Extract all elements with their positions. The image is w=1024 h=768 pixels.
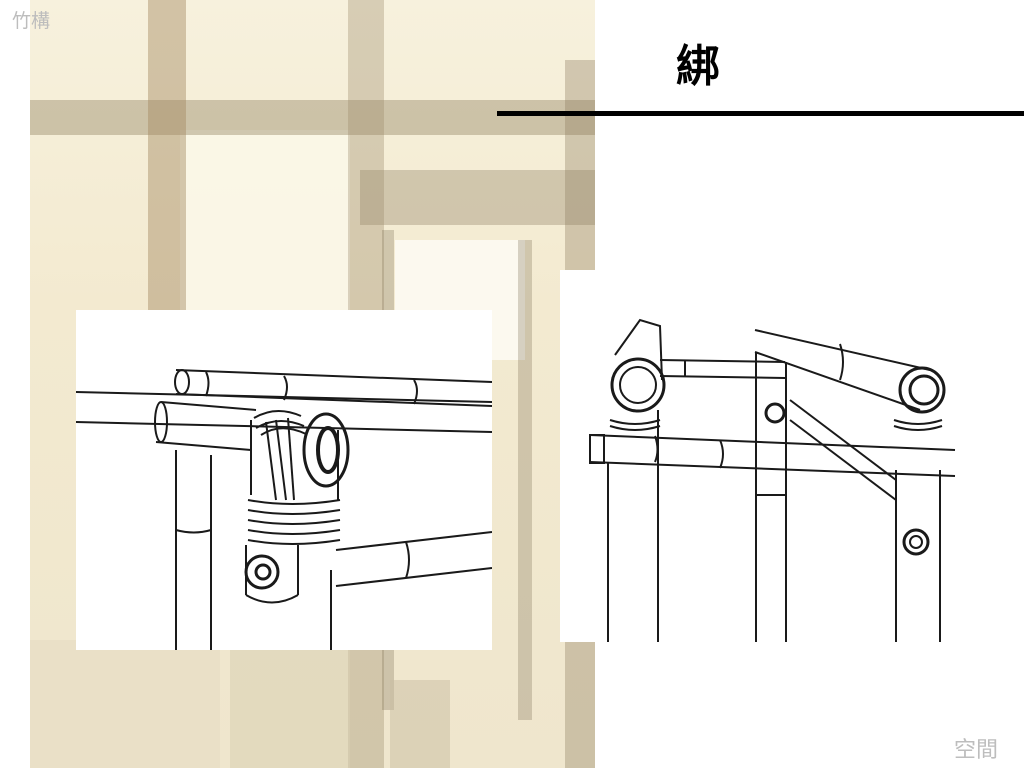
slide-title: 綁 <box>676 41 720 92</box>
footer-label: 空間 <box>954 738 999 763</box>
corner-label: 竹構 <box>12 10 51 32</box>
frame-sketch-right <box>560 270 984 642</box>
title-divider <box>497 111 1024 116</box>
frame-sketch-right-drawing <box>589 318 956 642</box>
lashing-sketch-left <box>76 310 492 650</box>
lashing-sketch-left-drawing <box>76 369 492 650</box>
